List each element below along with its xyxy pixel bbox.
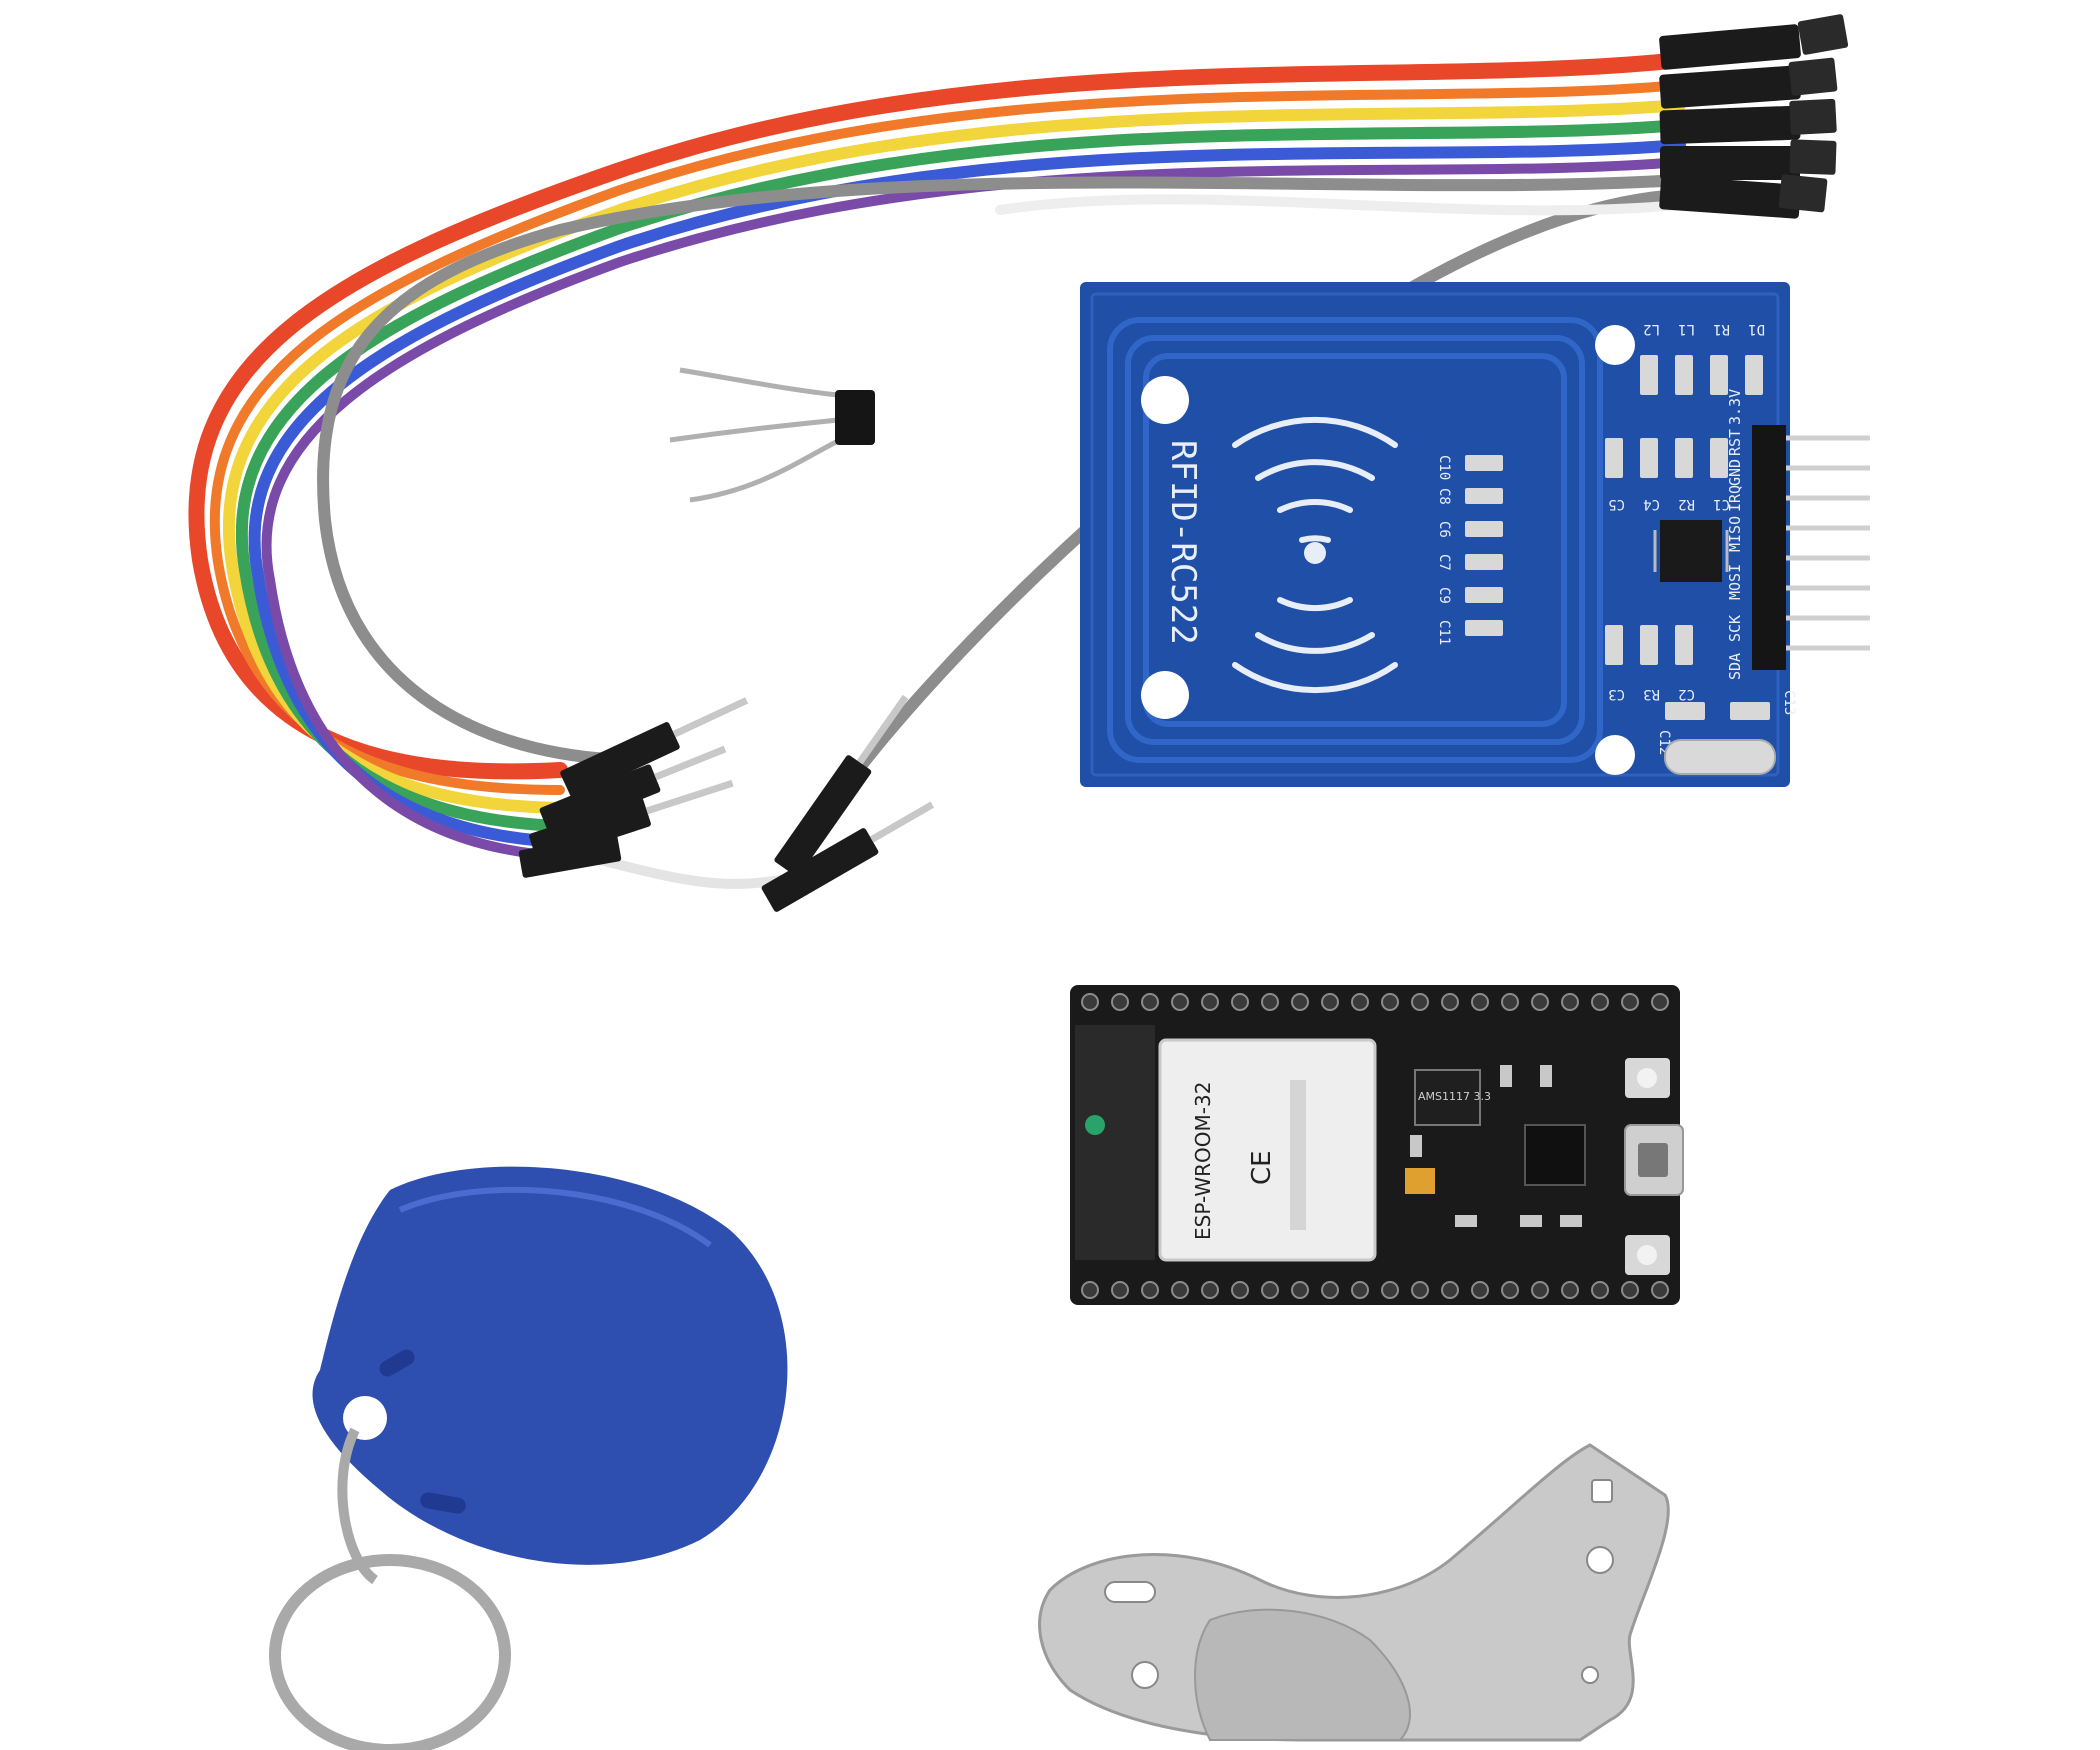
pin-label-mosi: MOSI bbox=[1726, 564, 1744, 600]
pin-label-sda: SDA bbox=[1726, 653, 1744, 680]
component-label: C13 bbox=[1781, 690, 1797, 715]
component-label: C3 bbox=[1608, 686, 1625, 702]
metal-bracket-icon bbox=[1038, 1443, 1670, 1742]
component-label: L1 bbox=[1678, 321, 1695, 337]
rc522-chip bbox=[1660, 520, 1722, 582]
pin-label-sck: SCK bbox=[1726, 615, 1744, 642]
component-label: C1 bbox=[1713, 496, 1730, 512]
ce-mark: CE bbox=[1247, 1150, 1277, 1185]
pin-label-irq: IRQ bbox=[1726, 485, 1744, 512]
pin-label-rst: RST bbox=[1726, 429, 1744, 456]
component-label: L2 bbox=[1643, 321, 1660, 337]
component-label: R1 bbox=[1713, 321, 1730, 337]
mount-hole bbox=[1141, 376, 1189, 424]
component-label: C8 bbox=[1436, 488, 1452, 505]
component-label: C9 bbox=[1436, 587, 1452, 604]
rfid-waves-icon bbox=[1232, 416, 1398, 694]
esp-wroom-module bbox=[1158, 1038, 1377, 1262]
usb-uart-chip bbox=[1524, 1124, 1586, 1186]
antenna-trace bbox=[1107, 317, 1603, 763]
regulator-label: AMS1117 3.3 bbox=[1418, 1090, 1491, 1103]
mount-hole bbox=[1595, 325, 1635, 365]
component-label: C10 bbox=[1436, 455, 1452, 480]
hall-sensor-icon bbox=[669, 367, 875, 503]
female-connector-group bbox=[1659, 14, 1849, 219]
male-connector-group bbox=[518, 694, 935, 912]
module-label: ESP-WROOM-32 bbox=[1191, 1082, 1215, 1240]
pin-row-top bbox=[1081, 993, 1669, 1011]
key-ring bbox=[269, 1427, 511, 1750]
component-label: C6 bbox=[1436, 521, 1452, 538]
esp32-board: ESP-WROOM-32 CE AMS1117 3.3 bbox=[1070, 985, 1684, 1305]
tantalum-capacitor bbox=[1405, 1168, 1435, 1194]
rfid-keyfob-icon bbox=[312, 1166, 788, 1565]
board-label: RFID-RC522 bbox=[1163, 440, 1203, 645]
jumper-wire-ribbon bbox=[188, 52, 1688, 889]
component-label: C7 bbox=[1436, 554, 1452, 571]
component-label: C11 bbox=[1436, 620, 1452, 645]
crystal-oscillator bbox=[1664, 739, 1776, 775]
component-label: R2 bbox=[1678, 496, 1695, 512]
pin-label-miso: MISO bbox=[1726, 516, 1744, 552]
mount-hole bbox=[1595, 735, 1635, 775]
component-label: C5 bbox=[1608, 496, 1625, 512]
component-label: C4 bbox=[1643, 496, 1660, 512]
component-label: C2 bbox=[1678, 686, 1695, 702]
voltage-regulator bbox=[1414, 1069, 1481, 1126]
component-label: R3 bbox=[1643, 686, 1660, 702]
pin-row-bottom bbox=[1081, 1281, 1669, 1299]
rfid-module: RFID-RC522 C10 C8 C6 C7 C9 C11 L2 L bbox=[1080, 282, 1870, 787]
wifi-antenna-area bbox=[1075, 1025, 1155, 1260]
pin-label-gnd: GND bbox=[1726, 459, 1744, 486]
component-label: D1 bbox=[1748, 321, 1765, 337]
mount-hole bbox=[1141, 671, 1189, 719]
capacitor-column bbox=[1465, 455, 1503, 636]
pin-header bbox=[1752, 425, 1870, 670]
pin-label-3v3: 3.3V bbox=[1726, 389, 1744, 425]
